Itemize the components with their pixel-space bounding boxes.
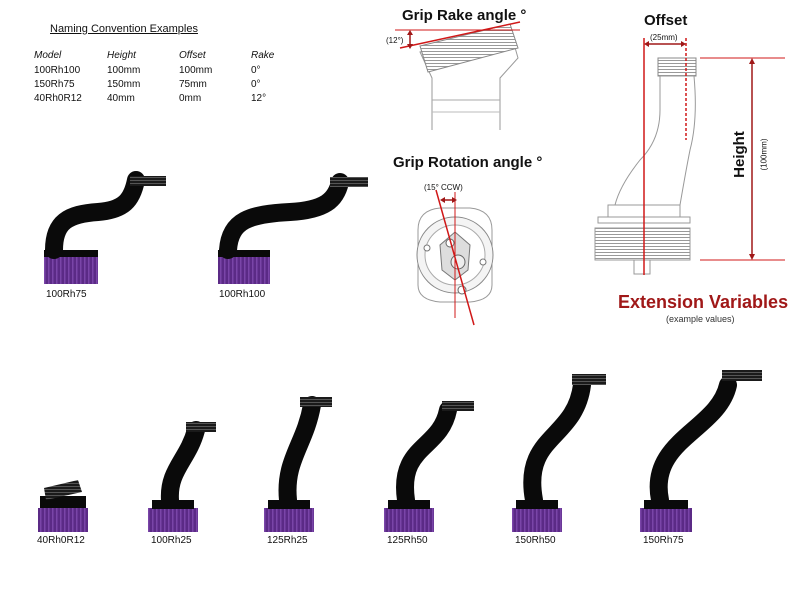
table-row: 40Rh0R12 40mm 0mm 12° [34, 92, 291, 106]
header-offset: Offset [179, 50, 206, 61]
product-label: 125Rh25 [267, 535, 308, 546]
rake-value: (12°) [386, 36, 404, 45]
product-label: 150Rh75 [643, 535, 684, 546]
product-100Rh100-image [218, 173, 368, 284]
rotation-diagram [416, 189, 494, 326]
height-title: Height [730, 131, 748, 178]
height-value: (100mm) [759, 138, 769, 171]
product-label: 100Rh75 [46, 289, 87, 300]
table-row: 150Rh75 150mm 75mm 0° [34, 78, 291, 92]
rotation-value: (15° CCW) [424, 183, 463, 192]
product-label: 150Rh50 [515, 535, 556, 546]
product-125Rh50-image [384, 401, 474, 532]
cell: 75mm [179, 79, 207, 90]
rake-title: Grip Rake angle ° [402, 7, 527, 24]
table-row: 100Rh100 100mm 100mm 0° [34, 64, 291, 78]
cell: 12° [251, 93, 267, 104]
cell: 40mm [107, 93, 135, 104]
height-label-group: Height (100mm) [730, 131, 790, 178]
cell: 100mm [179, 65, 213, 76]
product-label: 100Rh25 [151, 535, 192, 546]
product-150Rh75-image [640, 370, 762, 532]
header-height: Height [107, 50, 136, 61]
offset-title: Offset [644, 12, 688, 29]
header-rake: Rake [251, 50, 275, 61]
cell: 100mm [107, 65, 141, 76]
header-model: Model [34, 50, 62, 61]
dimension-drawing [594, 38, 785, 275]
product-100Rh25-image [148, 421, 216, 532]
product-label: 40Rh0R12 [37, 535, 85, 546]
product-40Rh0R12-image [38, 480, 88, 532]
cell: 150Rh75 [34, 79, 75, 90]
cell: 0mm [179, 93, 202, 104]
rotation-title: Grip Rotation angle ° [393, 154, 543, 171]
cell: 0° [251, 79, 261, 90]
product-125Rh25-image [264, 396, 332, 532]
cell: 0° [251, 65, 261, 76]
cell: 150mm [107, 79, 141, 90]
naming-table: Model Height Offset Rake 100Rh100 100mm … [34, 50, 291, 106]
product-label: 100Rh100 [219, 289, 266, 300]
offset-value: (25mm) [650, 33, 678, 42]
rake-diagram [395, 21, 521, 130]
cell: 100Rh100 [34, 65, 81, 76]
extension-subtitle: (example values) [666, 314, 735, 324]
extension-title: Extension Variables [618, 292, 789, 312]
naming-title: Naming Convention Examples [50, 23, 198, 35]
product-100Rh75-image [44, 171, 166, 284]
cell: 40Rh0R12 [34, 93, 82, 104]
product-150Rh50-image [512, 374, 606, 532]
product-label: 125Rh50 [387, 535, 428, 546]
